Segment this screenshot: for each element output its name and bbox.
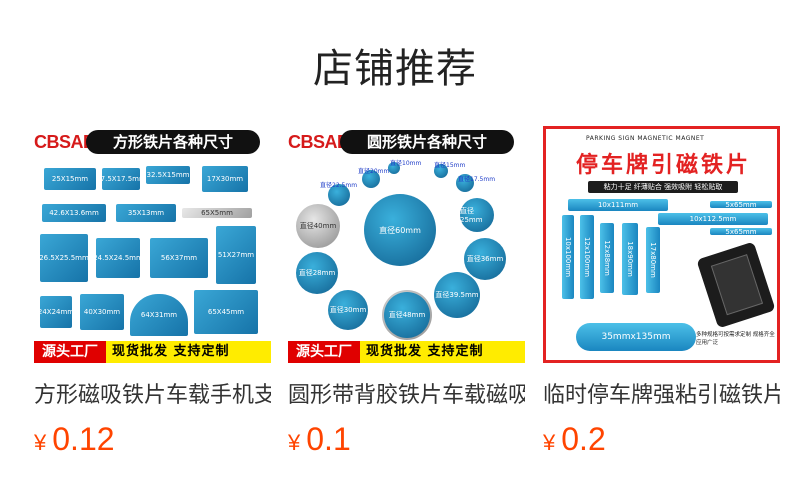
- size-tile: 40X30mm: [80, 294, 124, 330]
- size-tile: 35X13mm: [116, 204, 176, 222]
- strip: 35mmx135mm: [576, 323, 696, 351]
- size-tile: 65X45mm: [194, 290, 258, 334]
- size-disc: 直径36mm: [464, 238, 506, 280]
- strip: 12x100mm: [580, 215, 594, 299]
- promo-banner: 源头工厂 现货批发 支持定制: [34, 341, 271, 363]
- size-tile: 32.5X15mm: [146, 166, 190, 184]
- strip: 10x100mm: [562, 215, 574, 299]
- strip: 10x112.5mm: [658, 213, 768, 225]
- size-disc: [362, 170, 380, 188]
- size-tile: 26.5X25.5mm: [39, 234, 89, 282]
- product-thumbnail[interactable]: CBSAD 圆形铁片各种尺寸 直径10mm 直径15mm 直径20mm 直径17…: [288, 126, 525, 363]
- price-amount: 0.1: [306, 421, 351, 457]
- size-tile: 42.6X13.6mm: [42, 204, 106, 222]
- size-tile: 65X5mm: [182, 208, 252, 218]
- currency-symbol: ¥: [34, 430, 47, 455]
- size-label: 直径10mm: [390, 160, 422, 167]
- size-disc: 直径48mm: [384, 292, 430, 338]
- section-title: 店铺推荐: [313, 46, 477, 92]
- size-label: 直径22.5mm: [320, 182, 358, 189]
- size-disc: 直径28mm: [296, 252, 338, 294]
- product-card-1[interactable]: CBSAD 方形铁片各种尺寸 25X15mm 17.5X17.5mm 32.5X…: [34, 126, 271, 458]
- product-name[interactable]: 临时停车牌强粘引磁铁片: [543, 383, 780, 408]
- price-amount: 0.12: [52, 421, 115, 457]
- product-price: ¥0.1: [288, 421, 525, 458]
- size-tile: 24.5X24.5mm: [93, 238, 143, 278]
- thumb-headline: 停车牌引磁铁片: [576, 153, 752, 178]
- size-tile: 64X31mm: [130, 294, 188, 336]
- size-label: 直径15mm: [434, 162, 466, 169]
- product-thumbnail[interactable]: CBSAD 方形铁片各种尺寸 25X15mm 17.5X17.5mm 32.5X…: [34, 126, 271, 363]
- promo-badge: 源头工厂: [288, 341, 360, 363]
- size-tile: 25X15mm: [44, 168, 96, 190]
- product-price: ¥0.12: [34, 421, 271, 458]
- promo-text: 现货批发 支持定制: [366, 344, 484, 359]
- strip: 17x80mm: [646, 227, 660, 293]
- thumb-headline: 圆形铁片各种尺寸: [340, 130, 514, 154]
- size-disc: [328, 184, 350, 206]
- size-disc: 直径39.5mm: [434, 272, 480, 318]
- product-card-3[interactable]: PARKING SIGN MAGNETIC MAGNET 停车牌引磁铁片 粘力十…: [543, 126, 780, 458]
- price-amount: 0.2: [561, 421, 606, 457]
- product-name[interactable]: 圆形带背胶铁片车载磁吸: [288, 383, 525, 408]
- thumb-top-text: PARKING SIGN MAGNETIC MAGNET: [586, 135, 705, 142]
- parking-sign-image: [696, 241, 776, 329]
- size-tile: 24X24mm: [38, 296, 74, 328]
- thumb-note: 多种规格可按需求定制 规格齐全 应用广泛: [696, 332, 775, 346]
- strip: 18x90mm: [622, 223, 638, 295]
- strip: 12x88mm: [600, 223, 614, 293]
- thumb-headline: 方形铁片各种尺寸: [86, 130, 260, 154]
- size-tile: 17.5X17.5mm: [96, 168, 146, 190]
- size-disc: [456, 174, 474, 192]
- product-thumbnail[interactable]: PARKING SIGN MAGNETIC MAGNET 停车牌引磁铁片 粘力十…: [543, 126, 780, 363]
- strip: 5x65mm: [710, 201, 772, 209]
- currency-symbol: ¥: [543, 430, 556, 455]
- product-price: ¥0.2: [543, 421, 780, 458]
- strip: 5x65mm: [710, 228, 772, 236]
- size-tile: 17X30mm: [202, 166, 248, 192]
- promo-banner: 源头工厂 现货批发 支持定制: [288, 341, 525, 363]
- product-name[interactable]: 方形磁吸铁片车载手机支架: [34, 383, 271, 408]
- brand-logo: CBSAD: [34, 132, 96, 152]
- size-disc: 直径30mm: [328, 290, 368, 330]
- currency-symbol: ¥: [288, 430, 301, 455]
- size-disc: 直径40mm: [296, 204, 340, 248]
- brand-logo: CBSAD: [288, 132, 350, 152]
- size-label: 直径20mm: [358, 168, 390, 175]
- product-card-2[interactable]: CBSAD 圆形铁片各种尺寸 直径10mm 直径15mm 直径20mm 直径17…: [288, 126, 525, 458]
- size-disc: [434, 164, 448, 178]
- strip: 10x111mm: [568, 199, 668, 211]
- size-tile: 51X27mm: [216, 226, 256, 284]
- size-disc: [388, 162, 400, 174]
- thumb-subline: 粘力十足 纤薄贴合 强效吸附 轻松贴取: [588, 181, 738, 193]
- size-disc: 直径25mm: [460, 198, 494, 232]
- size-label: 直径17.5mm: [458, 176, 496, 183]
- promo-badge: 源头工厂: [34, 341, 106, 363]
- promo-text: 现货批发 支持定制: [112, 344, 230, 359]
- size-disc: 直径60mm: [364, 194, 436, 266]
- size-tile: 56X37mm: [150, 238, 208, 278]
